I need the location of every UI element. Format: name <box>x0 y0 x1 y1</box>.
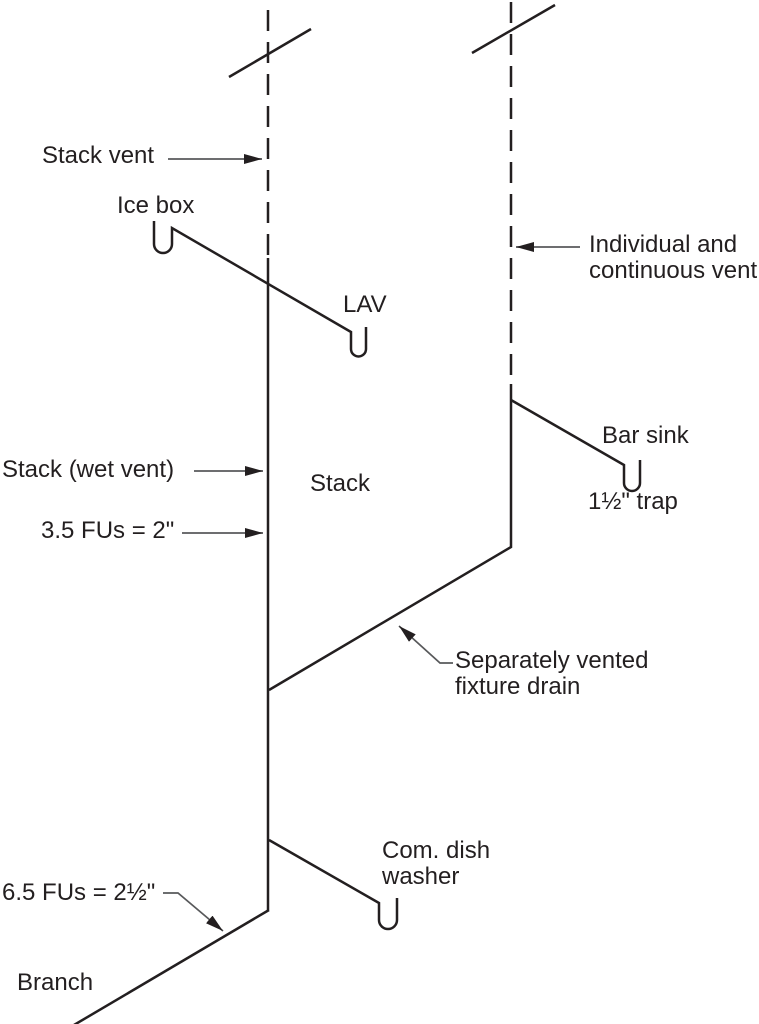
stack-wet-vent-label: Stack (wet vent) <box>2 456 175 483</box>
branch-pipe <box>73 908 270 1024</box>
lav-label: LAV <box>343 291 387 318</box>
branch-label: Branch <box>17 969 94 996</box>
stack-label: Stack <box>310 470 371 497</box>
fus-2-5-leader-arrow <box>163 892 224 932</box>
fus-2-5-label: 6.5 FUs = 2½" <box>2 879 156 906</box>
separately-vented-fixture-drain-pipe <box>268 384 513 692</box>
bar-sink-label: Bar sink <box>602 422 689 449</box>
ice-box-lav-drain-pipe <box>152 221 368 358</box>
separately-vented-leader-arrow <box>398 625 453 664</box>
bar-sink-drain-pipe <box>510 398 642 493</box>
separately-vented-fixture-drain-label: Separately vented fixture drain <box>455 647 649 700</box>
trap-size-label: 1½" trap <box>588 488 678 515</box>
fus-2-label: 3.5 FUs = 2" <box>41 517 175 544</box>
ice-box-label: Ice box <box>117 192 195 219</box>
stack-vent-label: Stack vent <box>42 142 155 169</box>
left-pipe-break-mark <box>228 27 312 79</box>
right-pipe-break-mark <box>471 3 556 55</box>
com-dish-washer-label: Com. dish washer <box>382 837 491 890</box>
dish-washer-drain-pipe <box>268 838 399 931</box>
individual-continuous-vent-label: Individual and continuous vent <box>589 231 758 284</box>
